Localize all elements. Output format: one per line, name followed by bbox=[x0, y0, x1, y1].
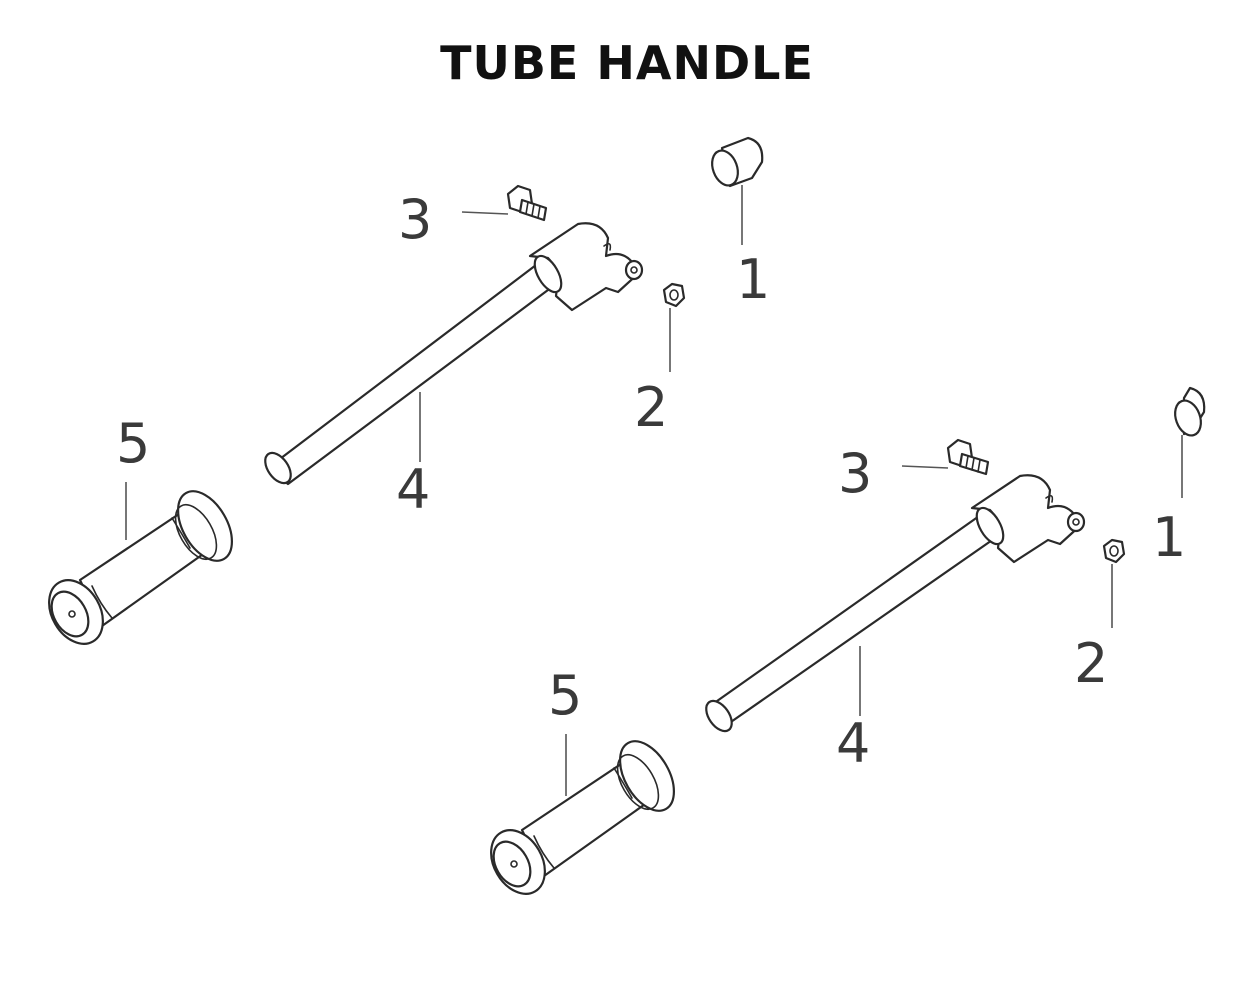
lower-end-cap bbox=[1174, 386, 1206, 437]
lower-assembly: 1 3 2 4 bbox=[490, 386, 1206, 895]
upper-end-cap bbox=[711, 136, 764, 188]
upper-tube bbox=[264, 222, 644, 486]
lower-bolt-leader bbox=[901, 465, 949, 469]
lower-nut-callout: 2 bbox=[1074, 632, 1108, 695]
lower-bolt bbox=[946, 438, 990, 476]
upper-grip bbox=[48, 490, 234, 645]
upper-assembly: 1 3 2 4 bbox=[48, 136, 770, 645]
upper-tube-callout: 4 bbox=[396, 458, 430, 521]
page-title: TUBE HANDLE bbox=[440, 36, 814, 90]
upper-nut bbox=[662, 282, 686, 308]
lower-nut bbox=[1102, 538, 1126, 564]
lower-grip-callout: 5 bbox=[548, 664, 582, 727]
upper-bolt-leader bbox=[461, 211, 509, 215]
lower-bolt-callout: 3 bbox=[838, 442, 872, 505]
upper-bolt bbox=[506, 184, 548, 222]
upper-bolt-callout: 3 bbox=[398, 188, 432, 251]
lower-cap-callout: 1 bbox=[1152, 506, 1186, 569]
lower-tube bbox=[705, 474, 1086, 733]
upper-nut-callout: 2 bbox=[634, 376, 668, 439]
upper-cap-callout: 1 bbox=[736, 248, 770, 311]
upper-grip-callout: 5 bbox=[116, 412, 150, 475]
lower-tube-callout: 4 bbox=[836, 712, 870, 775]
lower-grip bbox=[490, 740, 676, 895]
